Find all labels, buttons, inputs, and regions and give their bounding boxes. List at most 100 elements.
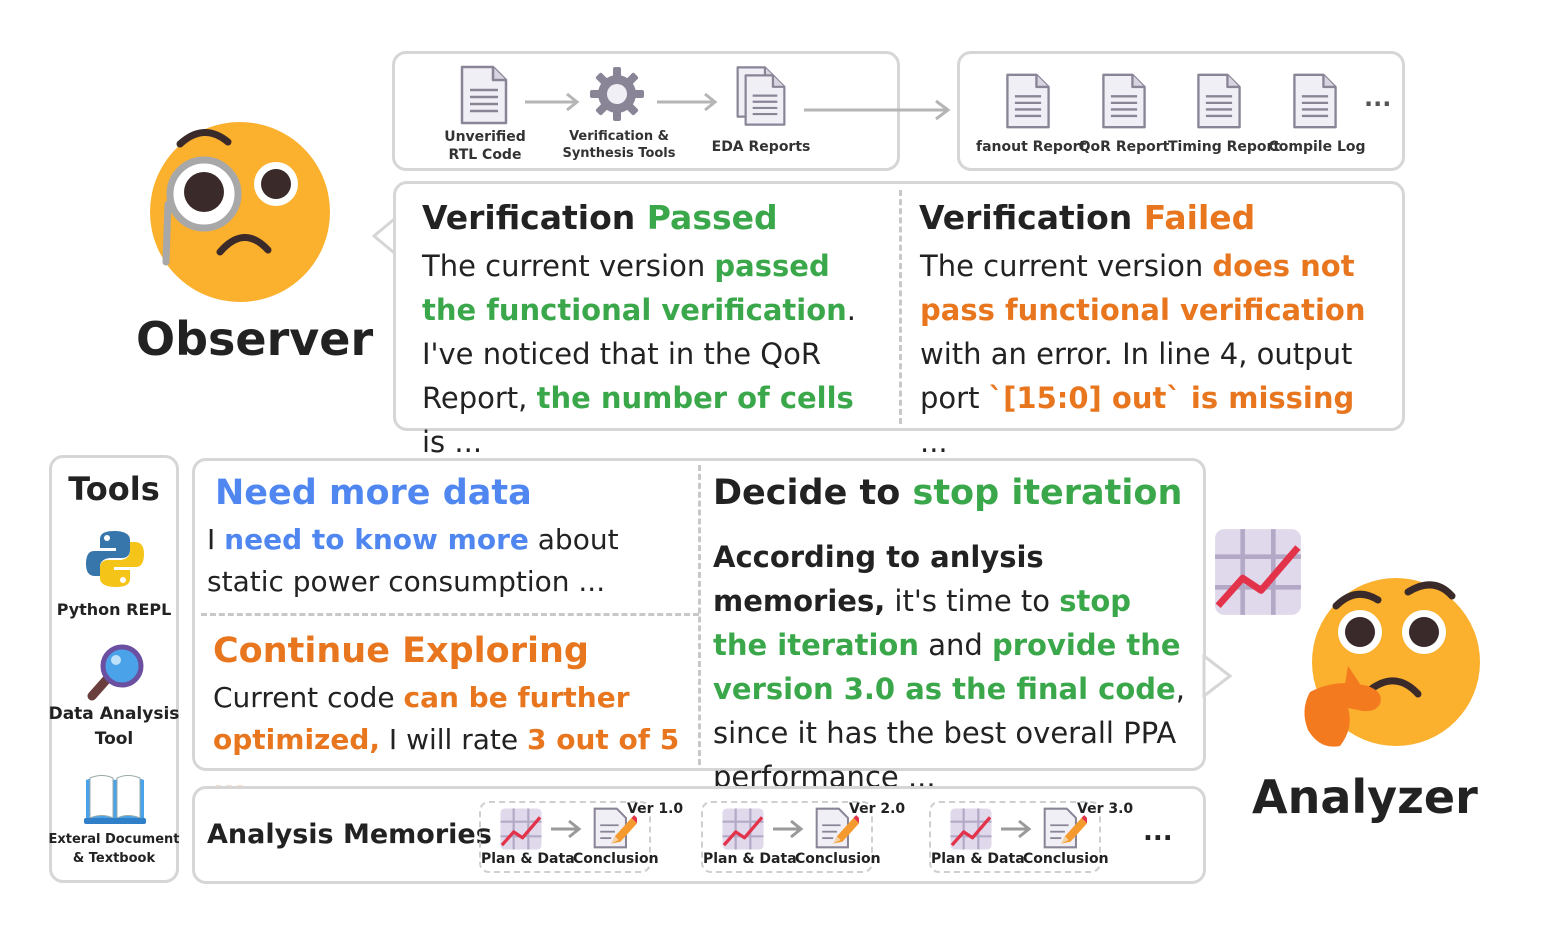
tools-panel: Tools Python REPL Data Analysis Tool Ext… (49, 455, 179, 883)
analyzer-thinking-face-icon (1304, 578, 1480, 747)
tool-python-label: Python REPL (56, 600, 172, 619)
passed-h2: the number of cells (536, 381, 854, 415)
memory-item-v2 (701, 801, 873, 873)
cont-t1: Current code (213, 681, 404, 714)
open-book-icon (84, 775, 146, 824)
failed-h1: does not pass functional verification (920, 249, 1366, 327)
observer-divider (899, 190, 902, 424)
pipeline-step-tools-line1: Verification & (569, 129, 669, 144)
tool-data-analysis-label: Data Analysis Tool (48, 702, 180, 752)
memory-v1-version: Ver 1.0 (627, 801, 684, 817)
arrow-to-reports-icon (804, 99, 951, 121)
python-logo-icon (86, 531, 144, 587)
report-label-compile: Compile Log (1268, 139, 1366, 155)
reports-box: ... fanout Report QoR Report Timing Repo… (957, 51, 1405, 171)
memory-v3-conclusion: Conclusion (1023, 851, 1109, 867)
memory-v1-plan: Plan & Data (481, 851, 575, 867)
passed-title-status: Passed (646, 198, 778, 237)
stop-t1: it's time to (885, 584, 1060, 618)
memory-item-v1 (479, 801, 651, 873)
passed-t2: . I've noticed that in the QoR Report, (422, 293, 857, 415)
report-label-timing: Timing Report (1168, 139, 1281, 155)
memory-v3-plan: Plan & Data (931, 851, 1025, 867)
tools-title: Tools (68, 470, 160, 508)
arrow-right-icon (525, 92, 580, 112)
tool-document-label: Exteral Document & Textbook (46, 830, 182, 868)
stop-b1: According to anlysis memories, (713, 540, 1044, 618)
analyzer-speech-tail (1202, 654, 1232, 698)
passed-h1: passed the functional verification (422, 249, 847, 327)
report-label-qor: QoR Report (1078, 139, 1170, 155)
failed-t1: The current version (920, 249, 1213, 283)
analyzer-reasoning-box: Need more data I need to know more about… (192, 458, 1206, 798)
need-more-data-title: Need more data (215, 473, 532, 513)
analysis-memories-box: Analysis Memories Ver 1.0 Plan & Data Co… (192, 786, 1206, 884)
stop-iteration-text: According to anlysis memories, it's time… (713, 535, 1195, 799)
pipeline-step-rtl: Unverified RTL Code (435, 128, 535, 164)
need-more-data-text: I need to know more about static power c… (207, 519, 687, 603)
memory-item-v3 (929, 801, 1101, 873)
need-h1: need to know more (224, 523, 529, 556)
passed-t3: is ... (422, 425, 483, 459)
memory-v2-plan: Plan & Data (703, 851, 797, 867)
memory-v2-version: Ver 2.0 (849, 801, 906, 817)
verification-failed-title: Verification Failed (919, 198, 1255, 237)
pipeline-step-eda-label: EDA Reports (711, 139, 811, 155)
magnifier-icon (87, 644, 144, 701)
cont-t2: I will rate (380, 723, 527, 756)
arrow-right-icon (657, 92, 718, 112)
tool-data-analysis-line1: Data Analysis (48, 704, 180, 724)
failed-title-status: Failed (1143, 198, 1256, 237)
stop-h2: provide the version 3.0 as the final cod… (713, 628, 1181, 706)
plan-chart-icon (499, 807, 543, 851)
cont-h1: can be further optimized, (213, 681, 630, 756)
stop-iteration-title: Decide to stop iteration (713, 473, 1182, 513)
pipeline-step-rtl-label: Unverified RTL Code (444, 129, 526, 163)
compile-log-icon (1291, 72, 1339, 130)
report-label-fanout: fanout Report (976, 139, 1087, 155)
memories-more-ellipsis: ... (1143, 817, 1173, 847)
failed-t2: with an error. In line 4, output port (920, 337, 1353, 415)
analysis-memories-title: Analysis Memories (207, 819, 492, 850)
rtl-code-doc-icon (459, 64, 509, 126)
memory-v3-version: Ver 3.0 (1077, 801, 1134, 817)
tool-document-line2: & Textbook (72, 851, 156, 866)
stop-title-prefix: Decide to (713, 473, 913, 513)
analyzer-divider-vertical (698, 465, 701, 765)
passed-t1: The current version (422, 249, 715, 283)
qor-report-icon (1100, 72, 1148, 130)
pipeline-step-tools-line2: Synthesis Tools (562, 146, 676, 161)
eda-report-stack-icon (743, 72, 787, 128)
observer-monocle-face-icon (150, 122, 330, 302)
continue-exploring-title: Continue Exploring (213, 631, 589, 671)
failed-t3: ... (920, 425, 948, 459)
tool-document-line1: Exteral Document (48, 832, 180, 847)
pipeline-step-tools: Verification & Synthesis Tools (559, 128, 679, 162)
analyzer-label: Analyzer (1252, 770, 1478, 824)
arrow-right-icon (551, 819, 582, 839)
stop-title-status: stop iteration (912, 473, 1183, 513)
timing-report-icon (1195, 72, 1243, 130)
pipeline-step-eda: EDA Reports (705, 138, 817, 156)
passed-title-prefix: Verification (422, 198, 636, 237)
failed-title-prefix: Verification (919, 198, 1133, 237)
stop-t2: and (919, 628, 992, 662)
plan-chart-icon (721, 807, 765, 851)
verification-passed-text: The current version passed the functiona… (422, 244, 882, 464)
memory-v2-conclusion: Conclusion (795, 851, 881, 867)
observer-speech-box: Verification Passed The current version … (393, 181, 1405, 459)
need-t2: about static power consumption ... (207, 523, 619, 598)
analyzer-divider-horizontal (201, 613, 699, 616)
observer-label: Observer (136, 312, 374, 366)
verification-passed-title: Verification Passed (422, 198, 778, 237)
failed-h2: `[15:0] out` is missing (988, 381, 1355, 415)
cont-h2: 3 out of 5 ... (213, 723, 680, 798)
need-t1: I (207, 523, 225, 556)
trend-chart-icon (1210, 526, 1306, 618)
plan-chart-icon (949, 807, 993, 851)
memory-v1-conclusion: Conclusion (573, 851, 659, 867)
stop-t3: , since it has the best overall PPA perf… (713, 672, 1185, 794)
reports-more-ellipsis: ... (1364, 84, 1392, 112)
fanout-report-icon (1004, 72, 1052, 130)
gear-icon (590, 67, 644, 121)
